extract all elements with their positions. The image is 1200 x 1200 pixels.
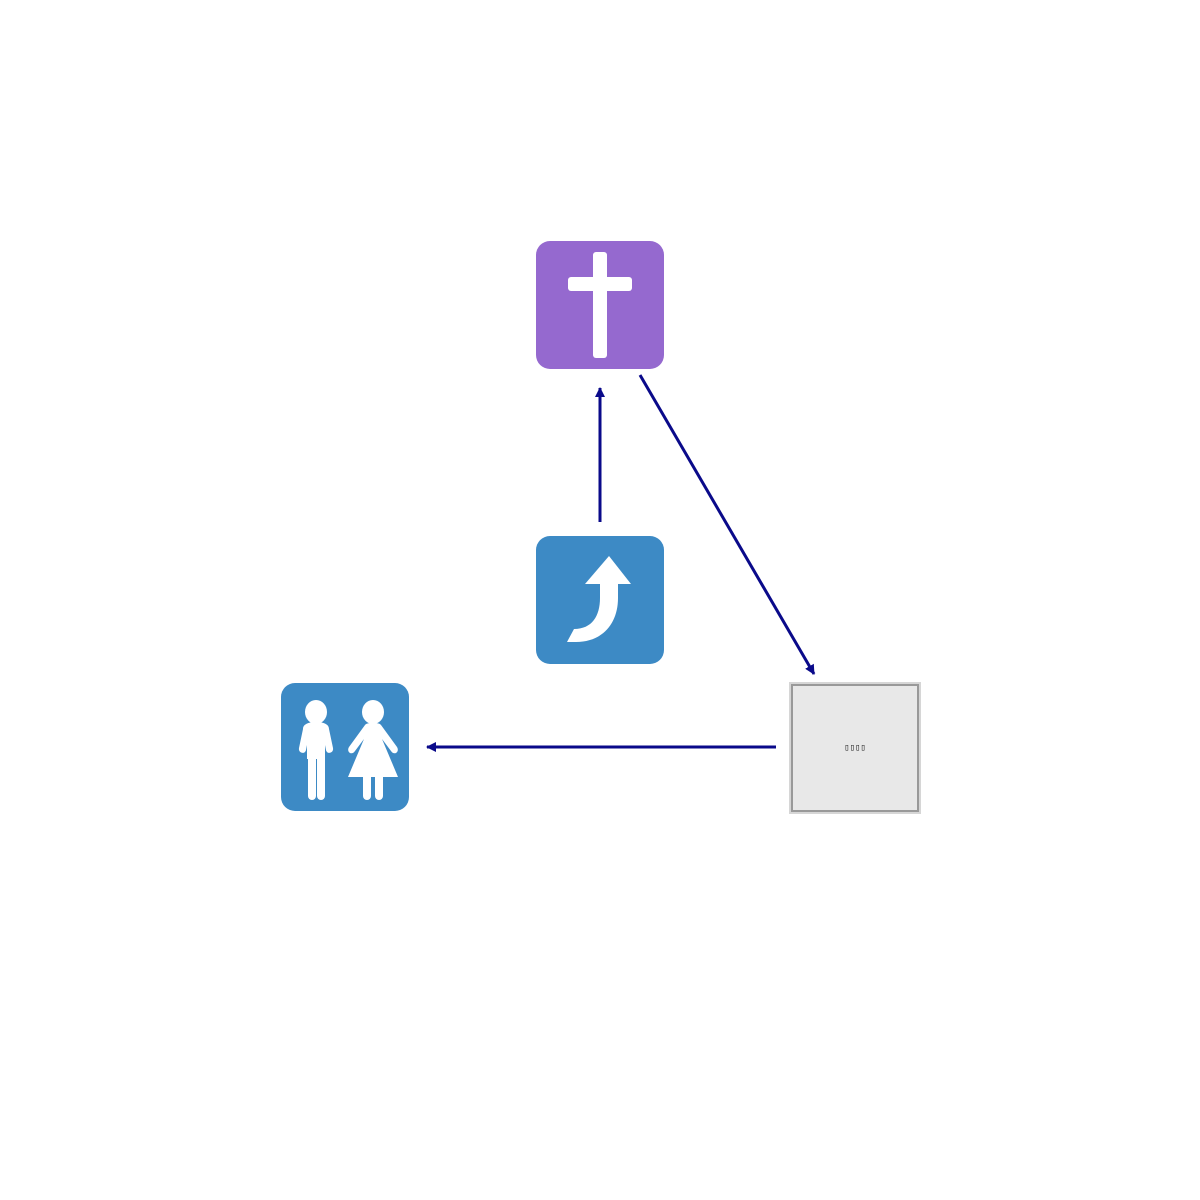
children-crossing-icon (281, 683, 409, 811)
edge-cross-to-placeholder (638, 374, 816, 675)
node-arrow-curving-up[interactable] (536, 536, 664, 664)
arrow-curving-up-icon (536, 536, 664, 664)
missing-glyph-text: ▯▯▯▯ (844, 743, 866, 753)
node-cross[interactable] (536, 241, 664, 369)
node-children[interactable] (281, 683, 409, 811)
node-placeholder[interactable]: ▯▯▯▯ (789, 682, 921, 814)
latin-cross-icon (536, 241, 664, 369)
